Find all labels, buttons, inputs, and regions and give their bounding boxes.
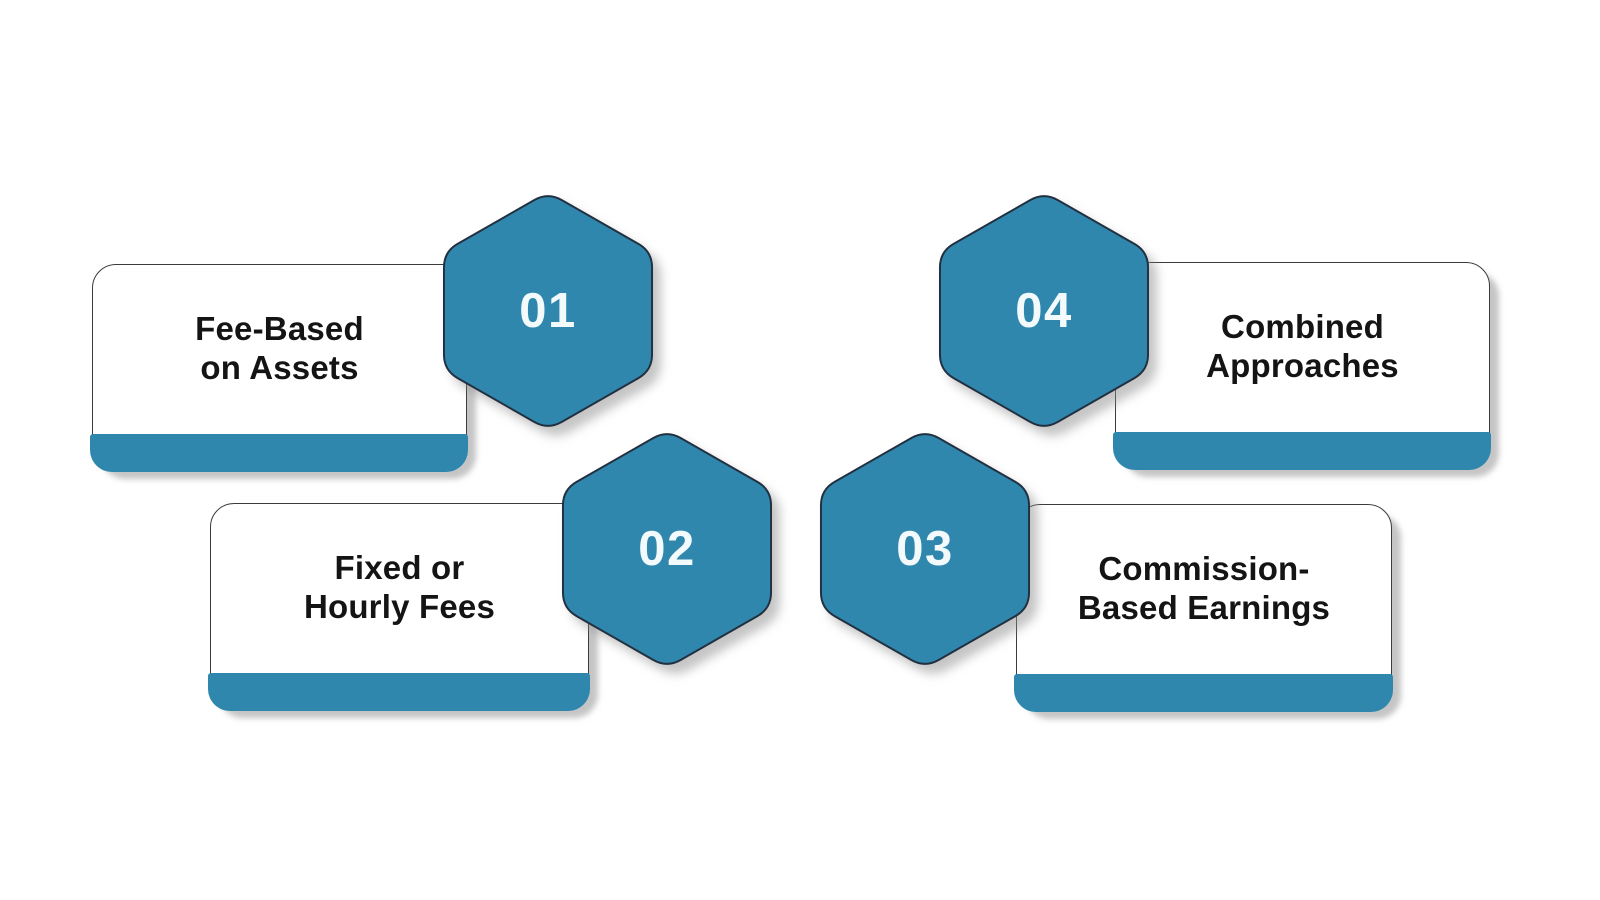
step-number: 01 bbox=[519, 284, 577, 338]
step-number: 02 bbox=[638, 522, 696, 576]
card-label: Combined Approaches bbox=[1116, 263, 1489, 428]
step-number: 04 bbox=[1015, 284, 1073, 338]
card-accent-bar bbox=[1113, 432, 1491, 470]
hexagon-01-badge: 01 bbox=[442, 190, 654, 432]
card-label-line-2: on Assets bbox=[200, 348, 359, 386]
card-accent-bar bbox=[208, 673, 590, 711]
card-label-line-1: Commission- bbox=[1098, 549, 1310, 587]
card-label-line-1: Fixed or bbox=[334, 548, 465, 586]
hexagon-02-badge: 02 bbox=[561, 428, 773, 670]
card-fixed-or-hourly-fees: Fixed or Hourly Fees bbox=[208, 503, 590, 711]
card-label-line-1: Combined bbox=[1221, 307, 1384, 345]
card-label: Commission- Based Earnings bbox=[1017, 505, 1391, 670]
card-fee-based-on-assets: Fee-Based on Assets bbox=[90, 264, 468, 472]
card-label-line-1: Fee-Based bbox=[195, 309, 364, 347]
card-label-line-2: Approaches bbox=[1206, 346, 1399, 384]
card-commission-based-earnings: Commission- Based Earnings bbox=[1014, 504, 1393, 712]
card-label-line-2: Based Earnings bbox=[1077, 588, 1331, 626]
card-label-line-2: Hourly Fees bbox=[303, 587, 496, 625]
hexagon-icon bbox=[442, 195, 654, 427]
card-combined-approaches: Combined Approaches bbox=[1113, 262, 1491, 470]
hexagon-04-badge: 04 bbox=[938, 190, 1150, 432]
hexagon-icon bbox=[819, 433, 1031, 665]
card-accent-bar bbox=[1014, 674, 1393, 712]
step-number: 03 bbox=[896, 522, 954, 576]
card-accent-bar bbox=[90, 434, 468, 472]
card-label: Fee-Based on Assets bbox=[93, 265, 466, 430]
hexagon-03-badge: 03 bbox=[819, 428, 1031, 670]
hexagon-icon bbox=[561, 433, 773, 665]
card-label: Fixed or Hourly Fees bbox=[211, 504, 588, 669]
hexagon-icon bbox=[938, 195, 1150, 427]
